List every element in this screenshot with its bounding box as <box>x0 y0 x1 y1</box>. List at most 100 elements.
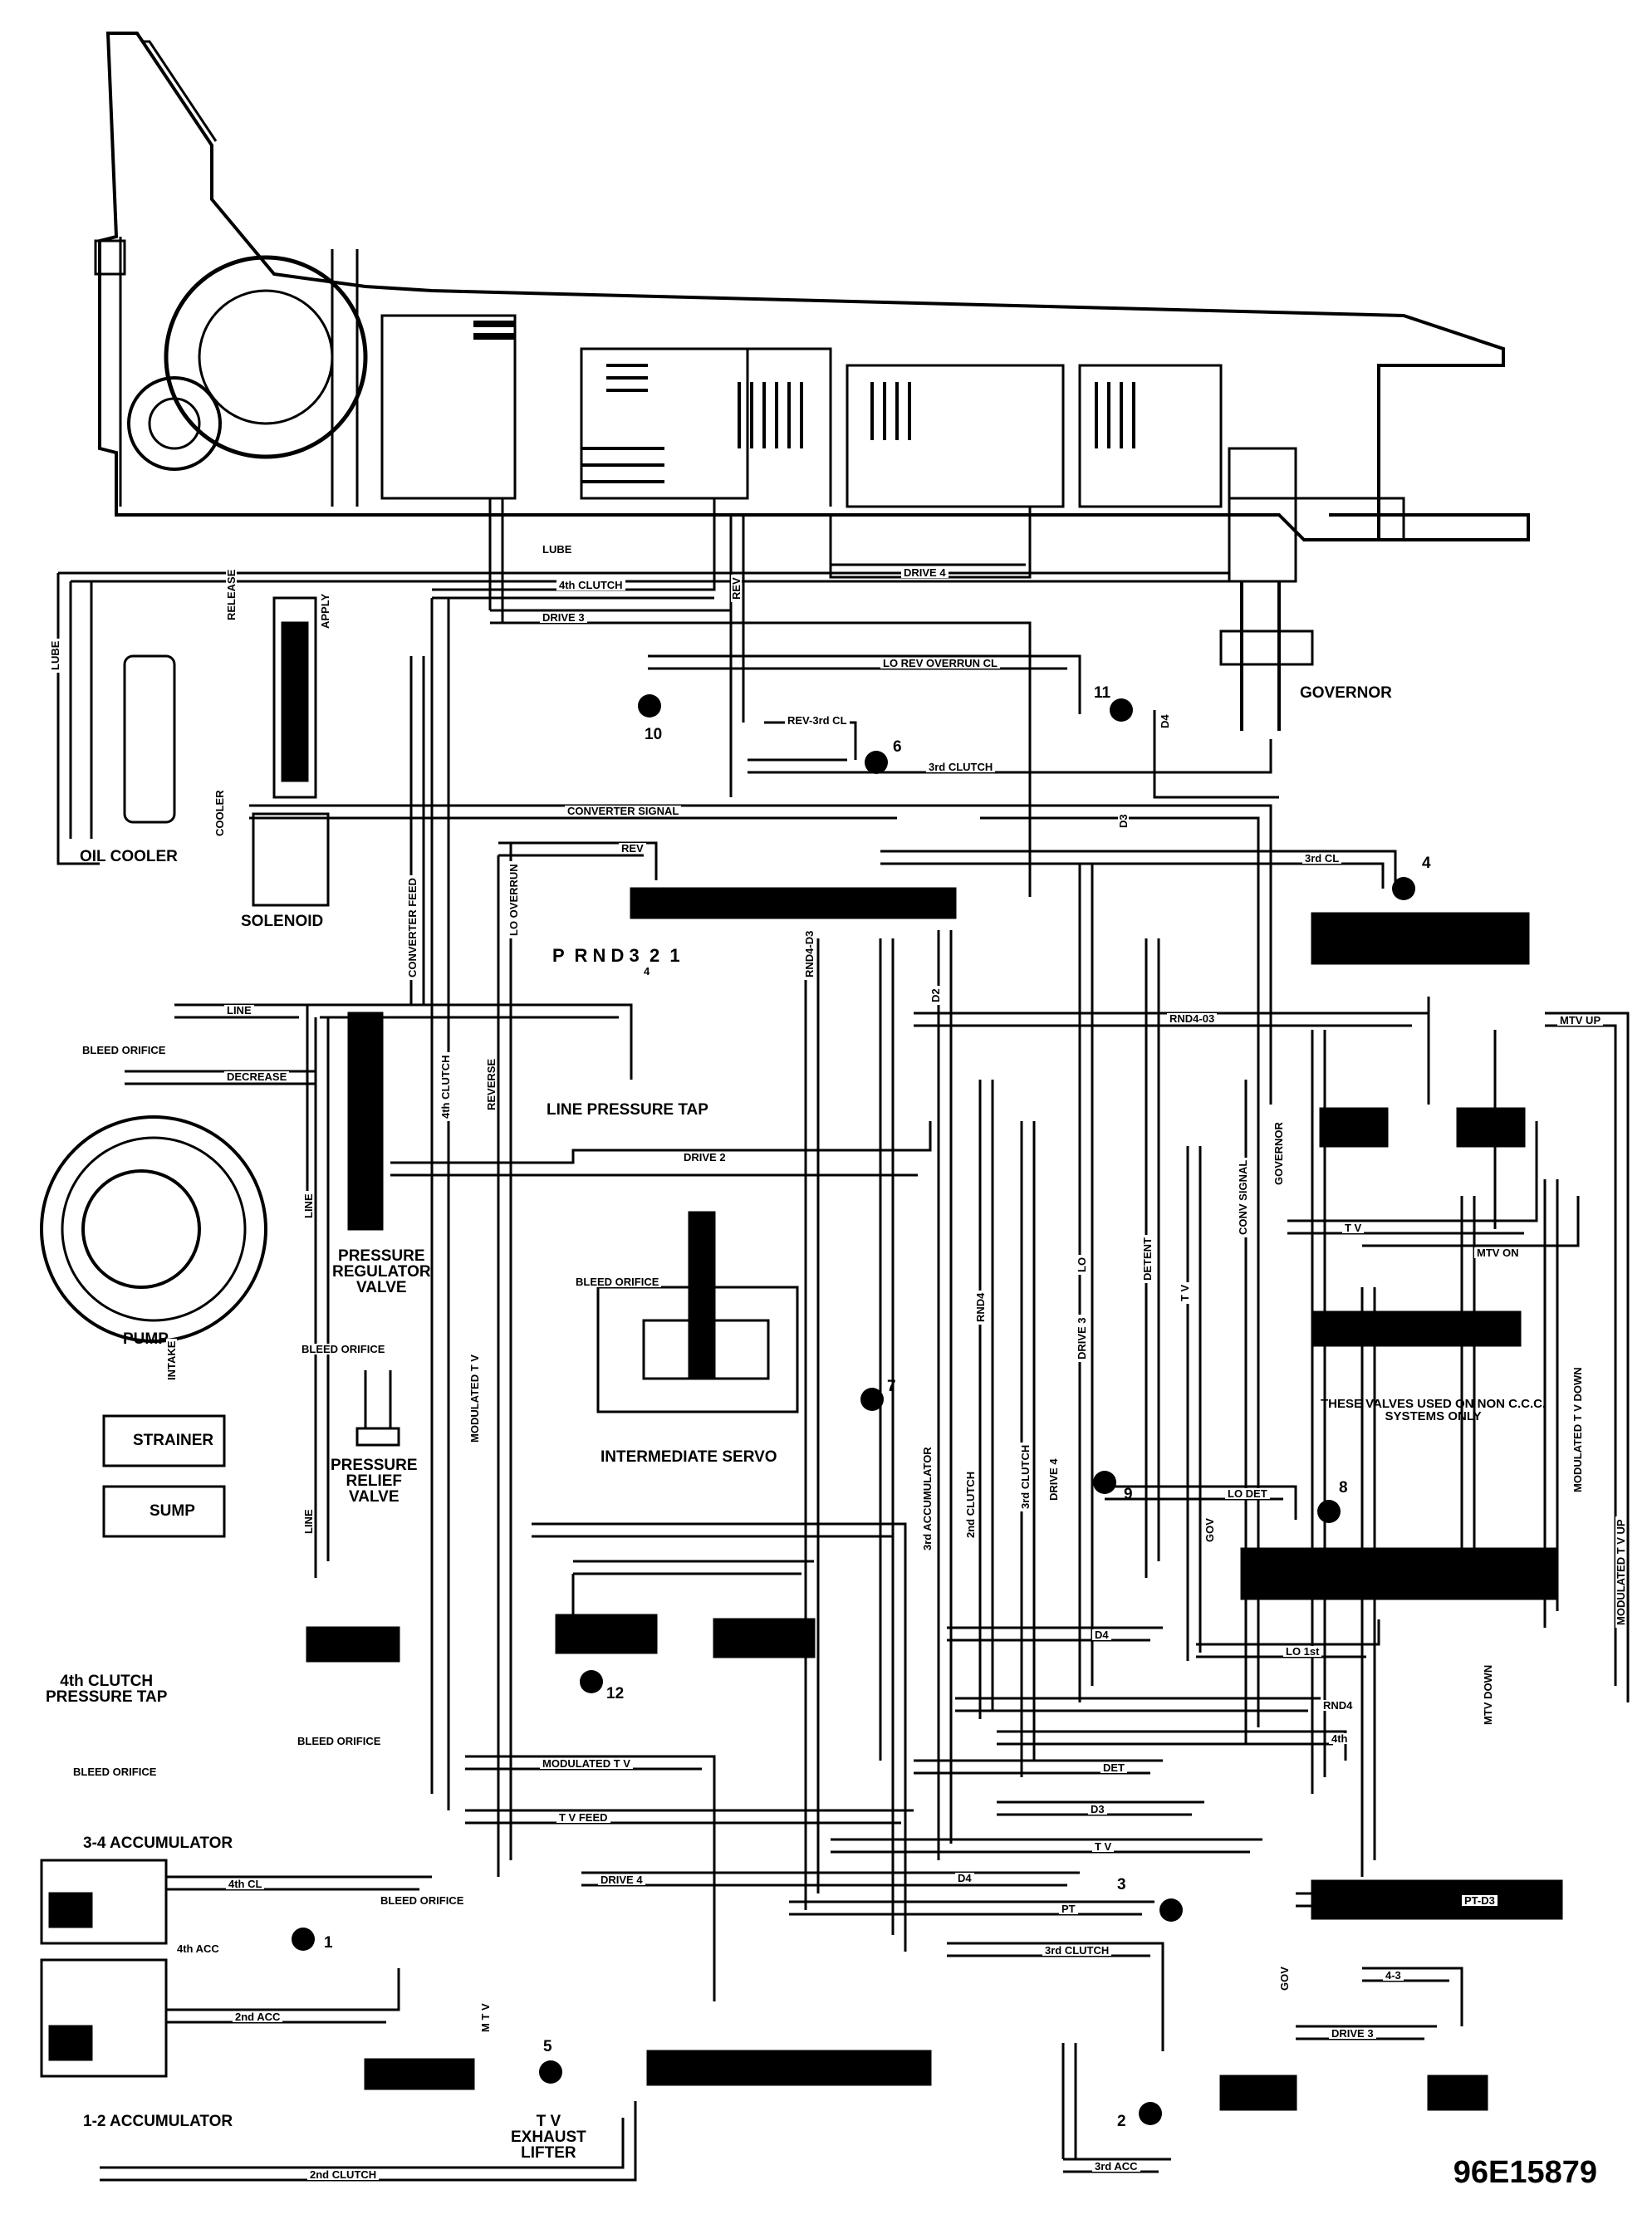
checkball-2: 2 <box>1117 2113 1126 2130</box>
checkball-8: 8 <box>1339 1479 1348 1497</box>
clutch2-label: 2nd CLUTCH <box>307 2169 380 2180</box>
gov-vertical-lower-label: GOV <box>1278 1964 1291 1993</box>
checkball-6: 6 <box>893 738 902 756</box>
rev3-label: REV-3rd CL <box>785 715 850 726</box>
cl4-label: 4th CL <box>226 1879 265 1889</box>
tv-exhaust-lifter-label: T V EXHAUST LIFTER <box>511 2113 586 2162</box>
clutch-packs <box>473 321 1135 483</box>
checkball-3: 3 <box>1117 1876 1126 1893</box>
lo1st-label: LO 1st <box>1283 1646 1322 1657</box>
four-three-label: 4-3 <box>1383 1970 1404 1981</box>
conv-signal-label: CONVERTER SIGNAL <box>565 806 682 816</box>
apply-label: APPLY <box>319 590 331 631</box>
selector-sub: 4 <box>644 965 650 977</box>
bleed-orifice-lower-label: BLEED ORIFICE <box>295 1736 384 1746</box>
rnd4-label: RND4 <box>1321 1700 1355 1711</box>
release-label: RELEASE <box>225 566 238 623</box>
cooler-label: COOLER <box>213 787 226 839</box>
line-vertical-label: LINE <box>302 1191 315 1221</box>
pump-label: PUMP <box>123 1330 169 1348</box>
transmission-case <box>94 32 1530 731</box>
checkballs <box>292 694 1415 2125</box>
drive4-vertical-label: DRIVE 4 <box>1047 1456 1060 1503</box>
drive3-vertical-label: DRIVE 3 <box>1076 1315 1088 1362</box>
tv-vertical-label: T V <box>1179 1281 1191 1304</box>
clutch4-label: 4th CLUTCH <box>556 580 625 590</box>
checkball-5: 5 <box>543 2038 552 2055</box>
lube-vertical-label: LUBE <box>49 638 61 673</box>
bleed-orifice-acc-label: BLEED ORIFICE <box>378 1895 467 1906</box>
rnd403-label: RND4-03 <box>1167 1013 1218 1024</box>
d2-label: D2 <box>929 986 942 1005</box>
fourth-label: 4th <box>1329 1733 1351 1744</box>
figure-code: 96E15879 <box>1453 2155 1597 2190</box>
accumulator-12-label: 1-2 ACCUMULATOR <box>83 2113 233 2130</box>
mtv-on-label: MTV ON <box>1474 1247 1522 1258</box>
gov-vertical-label: GOV <box>1203 1516 1216 1545</box>
lo-overrun-label: LO OVERRUN <box>507 861 520 938</box>
pressure-relief-label: PRESSURE RELIEF VALVE <box>331 1457 418 1506</box>
rnd4-vertical-label: RND4 <box>974 1290 987 1325</box>
rev-label: REV <box>619 843 646 854</box>
conv-signal-vertical-label: CONV SIGNAL <box>1237 1157 1249 1237</box>
line-vertical-lower-label: LINE <box>302 1506 315 1536</box>
det-label: DET <box>1101 1762 1127 1773</box>
rnd4-03-label: RND4-D3 <box>803 928 816 980</box>
conv-feed-label: CONVERTER FEED <box>406 875 419 980</box>
clutch2-vertical-label: 2nd CLUTCH <box>964 1468 977 1541</box>
mod-tv-label: MODULATED T V <box>540 1758 633 1769</box>
drive3-label: DRIVE 3 <box>540 612 587 623</box>
checkball-4: 4 <box>1422 855 1431 872</box>
pt-label: PT <box>1059 1903 1078 1914</box>
d4-low-label: D4 <box>955 1873 974 1884</box>
intermediate-servo-label: INTERMEDIATE SERVO <box>601 1448 777 1466</box>
reverse-label: REVERSE <box>485 1056 498 1113</box>
valve-bodies <box>40 596 1563 2111</box>
intake-label: INTAKE <box>165 1338 178 1383</box>
lo-rev-label: LO REV OVERRUN CL <box>880 658 1000 669</box>
d3-label: D3 <box>1088 1804 1107 1815</box>
mod-tv-up-label: MODULATED T V UP <box>1615 1516 1627 1628</box>
acc4-label: 4th ACC <box>174 1943 222 1954</box>
cl3-label: 3rd CL <box>1302 853 1342 864</box>
checkball-1: 1 <box>324 1934 333 1952</box>
checkball-11: 11 <box>1094 684 1111 702</box>
bleed-orifice-servo-label: BLEED ORIFICE <box>573 1276 662 1287</box>
drive4-low-label: DRIVE 4 <box>598 1874 645 1885</box>
solenoid-label: SOLENOID <box>241 913 324 930</box>
mtv-up-label: MTV UP <box>1557 1015 1604 1026</box>
governor-label: GOVERNOR <box>1300 684 1392 702</box>
line-pressure-tap-label: LINE PRESSURE TAP <box>547 1101 708 1119</box>
lo-det-label: LO DET <box>1225 1488 1270 1499</box>
bleed-orifice-label: BLEED ORIFICE <box>80 1045 169 1056</box>
line-label: LINE <box>224 1005 254 1016</box>
clutch3-low-label: 3rd CLUTCH <box>1042 1945 1112 1956</box>
mtv-label: M T V <box>479 2001 492 2035</box>
governor-vertical-label: GOVERNOR <box>1272 1119 1285 1188</box>
pump-bleed-label: BLEED ORIFICE <box>299 1344 388 1354</box>
selector-positions: P R N D 3 2 1 <box>552 945 680 966</box>
clutch3-label: 3rd CLUTCH <box>926 762 996 772</box>
tv-low-label: T V <box>1092 1841 1115 1852</box>
strainer-label: STRAINER <box>133 1432 214 1449</box>
drive2-label: DRIVE 2 <box>681 1152 728 1163</box>
detent-label: DETENT <box>1141 1235 1154 1283</box>
pt-d3-label: PT-D3 <box>1462 1895 1498 1906</box>
acc3-label: 3rd ACC <box>1092 2161 1140 2172</box>
pressure-regulator-label: PRESSURE REGULATOR VALVE <box>332 1247 431 1296</box>
ccc-note: THESE VALVES USED ON NON C.C.C. SYSTEMS … <box>1321 1397 1547 1423</box>
checkball-10: 10 <box>645 726 663 743</box>
drive4-label: DRIVE 4 <box>901 567 949 578</box>
mtv-down-label: MTV DOWN <box>1482 1662 1494 1727</box>
bleed-orifice-tap-label: BLEED ORIFICE <box>71 1766 159 1777</box>
rev-vertical-label: REV <box>730 575 743 602</box>
clutch4-vertical-label: 4th CLUTCH <box>439 1052 452 1121</box>
checkball-9: 9 <box>1124 1486 1133 1503</box>
sump-label: SUMP <box>150 1502 195 1520</box>
oil-cooler-label: OIL COOLER <box>80 848 178 865</box>
lube-label: LUBE <box>540 544 575 555</box>
acc2-label: 2nd ACC <box>233 2011 283 2022</box>
d4-label: D4 <box>1092 1629 1111 1640</box>
modulated-tv-vertical-label: MODULATED T V <box>468 1352 481 1445</box>
